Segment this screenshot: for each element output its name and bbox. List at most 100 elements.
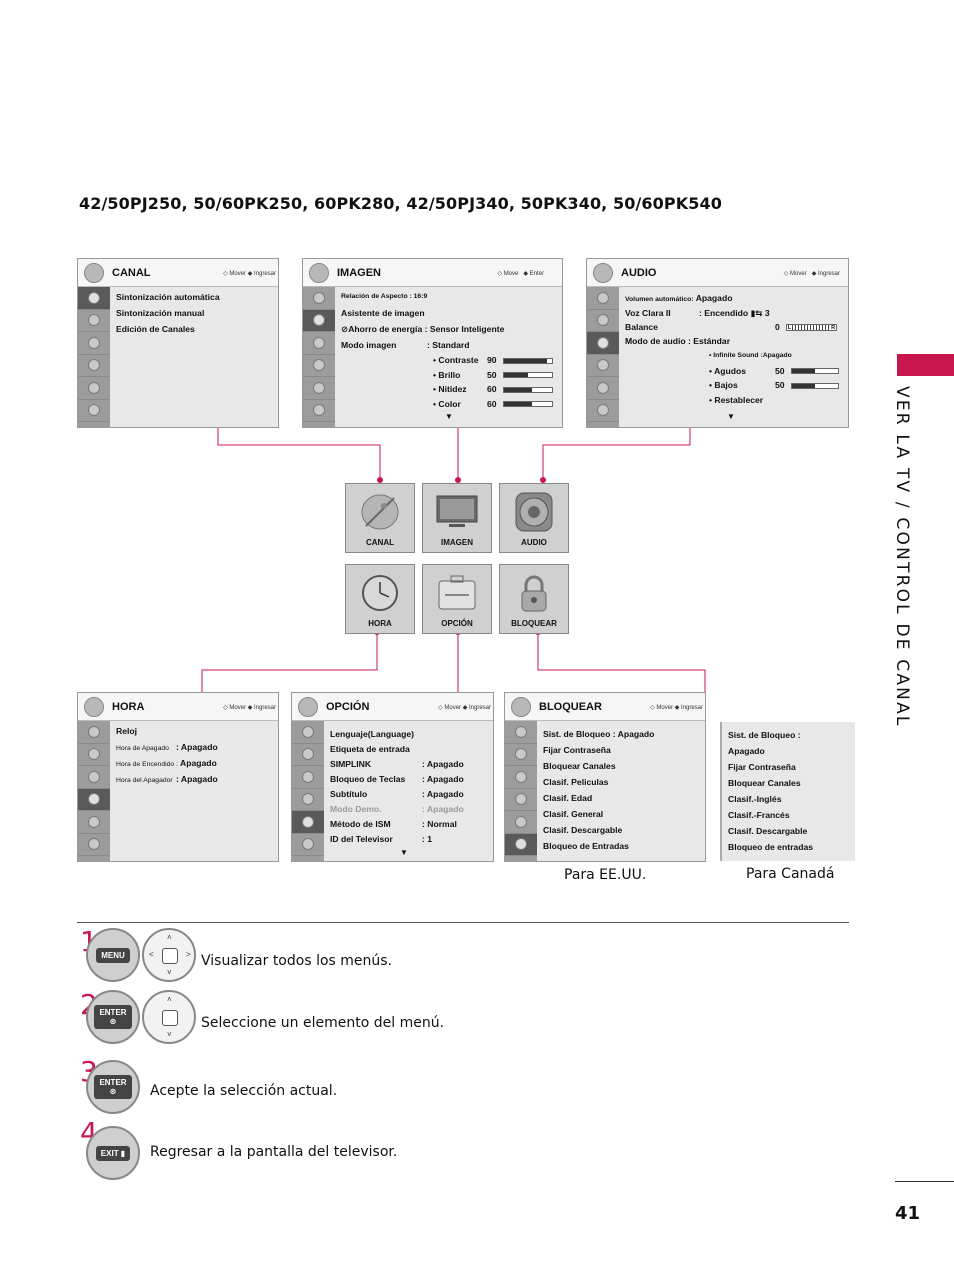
speaker-icon[interactable] xyxy=(78,766,110,789)
audio-mode-item[interactable]: Modo de audio : Estándar xyxy=(625,336,731,346)
menu-item[interactable]: Fijar Contraseña xyxy=(543,745,611,755)
menu-item[interactable]: Clasif.-Inglés xyxy=(728,794,782,804)
lock-icon[interactable] xyxy=(78,400,110,422)
ism-method-item[interactable]: Método de ISM: Normal xyxy=(330,819,457,829)
toolbox-icon[interactable] xyxy=(505,811,537,834)
exit-button[interactable]: EXIT ▮ xyxy=(86,1126,140,1180)
satellite-icon[interactable] xyxy=(292,721,324,744)
clock-icon[interactable] xyxy=(78,788,110,811)
scroll-down-arrow-icon[interactable]: ▼ xyxy=(727,412,735,421)
clock-icon[interactable] xyxy=(78,355,110,377)
toolbox-icon[interactable] xyxy=(303,377,335,400)
menu-item[interactable]: Edición de Canales xyxy=(116,324,195,334)
lock-icon[interactable] xyxy=(303,400,335,422)
off-time-item[interactable]: Hora de Apagado: Apagado xyxy=(116,742,218,752)
speaker-icon[interactable] xyxy=(78,332,110,355)
color-level-bar[interactable] xyxy=(502,401,553,408)
toolbox-icon[interactable] xyxy=(78,811,110,834)
set-id-item[interactable]: ID del Televisor: 1 xyxy=(330,834,433,844)
menu-item[interactable]: Sist. de Bloqueo : xyxy=(728,730,801,740)
key-lock-item[interactable]: Bloqueo de Teclas: Apagado xyxy=(330,774,464,784)
lock-icon[interactable] xyxy=(505,833,537,856)
enter-button[interactable]: ENTER⊛ xyxy=(86,990,140,1044)
tile-bloquear[interactable]: BLOQUEAR xyxy=(499,564,569,634)
treble-level-bar[interactable] xyxy=(790,368,839,375)
clock-icon[interactable] xyxy=(303,355,335,377)
sharpness-level-bar[interactable] xyxy=(502,386,553,393)
satellite-icon[interactable] xyxy=(587,287,619,310)
aspect-ratio-item[interactable]: Relación de Aspecto : 16:9 xyxy=(341,293,428,300)
menu-item[interactable]: Bloqueo de entradas xyxy=(728,842,813,852)
speaker-icon[interactable] xyxy=(505,766,537,789)
auto-volume-item[interactable]: Volumen automático: Apagado xyxy=(625,293,733,303)
menu-button[interactable]: MENU xyxy=(86,928,140,982)
clock-icon[interactable] xyxy=(587,355,619,377)
menu-item[interactable]: Clasif. Edad xyxy=(543,793,593,803)
speaker-icon[interactable] xyxy=(303,332,335,355)
toolbox-icon[interactable] xyxy=(78,377,110,400)
menu-item[interactable]: Clasif. General xyxy=(543,809,604,819)
tile-canal[interactable]: CANAL xyxy=(345,483,415,553)
speaker-icon[interactable] xyxy=(292,766,324,789)
contrast-level-bar[interactable] xyxy=(502,357,553,364)
tile-imagen[interactable]: IMAGEN xyxy=(422,483,492,553)
menu-item[interactable]: Fijar Contraseña xyxy=(728,762,796,772)
picture-wizard-item[interactable]: Asistente de imagen xyxy=(341,308,425,318)
brightness-level-bar[interactable] xyxy=(502,372,553,379)
lock-icon[interactable] xyxy=(78,834,110,856)
speaker-icon[interactable] xyxy=(587,332,619,355)
tv-icon[interactable] xyxy=(303,309,335,332)
menu-item[interactable]: Sintonización manual xyxy=(116,308,205,318)
clock-icon[interactable] xyxy=(292,789,324,811)
tile-hora[interactable]: HORA xyxy=(345,564,415,634)
satellite-icon[interactable] xyxy=(505,721,537,744)
lock-icon[interactable] xyxy=(587,400,619,422)
clock-item[interactable]: Reloj xyxy=(116,726,138,736)
tile-opcion[interactable]: OPCIÓN xyxy=(422,564,492,634)
sleep-timer-item[interactable]: Hora del Apagador: Apagado xyxy=(116,774,218,784)
menu-item[interactable]: Clasif. Peliculas xyxy=(543,777,609,787)
reset-item[interactable]: • Restablecer xyxy=(709,394,764,405)
infinite-sound-item[interactable]: • Infinite Sound :Apagado xyxy=(709,352,792,359)
simplink-item[interactable]: SIMPLINK: Apagado xyxy=(330,759,464,769)
menu-item[interactable]: Clasif. Descargable xyxy=(543,825,623,835)
tv-icon[interactable] xyxy=(292,744,324,766)
toolbox-icon[interactable] xyxy=(292,811,324,834)
scroll-down-arrow-icon[interactable]: ▼ xyxy=(400,848,408,857)
energy-saving-item[interactable]: ⊘Ahorro de energía : Sensor Inteligente xyxy=(341,324,505,334)
menu-item[interactable]: Clasif.-Francés xyxy=(728,810,790,820)
bass-level-bar[interactable] xyxy=(790,382,839,389)
tv-icon[interactable] xyxy=(78,744,110,766)
clock-icon[interactable] xyxy=(505,789,537,811)
navigation-dpad[interactable]: ˄ ˅ ˂ ˃ xyxy=(142,928,196,982)
satellite-icon[interactable] xyxy=(303,287,335,310)
lock-icon[interactable] xyxy=(292,834,324,856)
language-item[interactable]: Lenguaje(Language) xyxy=(330,729,415,739)
menu-item[interactable]: Apagado xyxy=(728,746,765,756)
input-label-item[interactable]: Etiqueta de entrada xyxy=(330,744,410,754)
enter-button[interactable]: ENTER⊛ xyxy=(86,1060,140,1114)
up-down-button[interactable]: ˄ ˅ xyxy=(142,990,196,1044)
tv-icon[interactable] xyxy=(505,744,537,766)
menu-item[interactable]: Sintonización automática xyxy=(116,292,220,302)
scroll-down-arrow-icon[interactable]: ▼ xyxy=(445,412,453,421)
menu-item[interactable]: Bloquear Canales xyxy=(728,778,801,788)
menu-item[interactable]: Sist. de Bloqueo : Apagado xyxy=(543,729,655,739)
satellite-icon[interactable] xyxy=(78,721,110,744)
demo-mode-item[interactable]: Modo Demo.: Apagado xyxy=(330,804,464,814)
menu-item[interactable]: Bloqueo de Entradas xyxy=(543,841,629,851)
menu-item[interactable]: Clasif. Descargable xyxy=(728,826,808,836)
picture-mode-item[interactable]: Modo imagen: Standard xyxy=(341,340,470,350)
tv-icon[interactable] xyxy=(587,310,619,332)
caption-item[interactable]: Subtítulo: Apagado xyxy=(330,789,464,799)
toolbox-icon[interactable] xyxy=(587,377,619,400)
on-time-item[interactable]: Hora de Encendido :Apagado xyxy=(116,758,217,768)
